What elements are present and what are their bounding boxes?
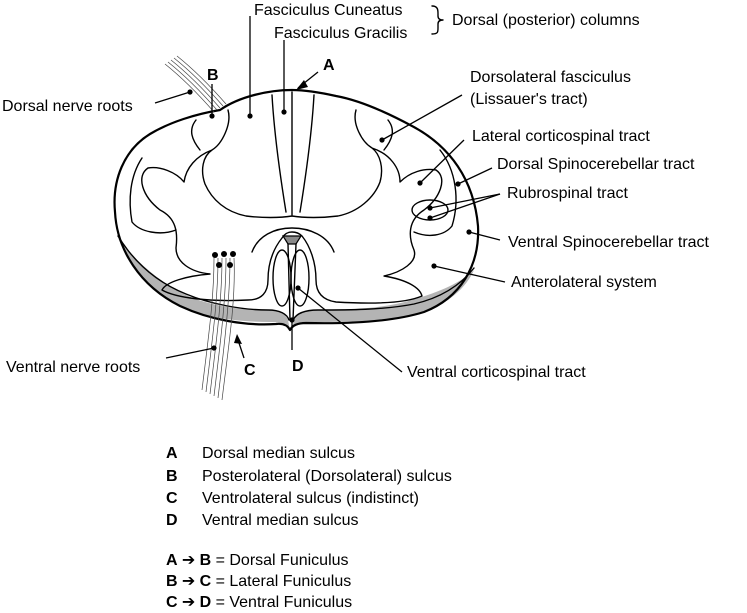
key-letter: D (166, 512, 178, 529)
cord-outline (113, 88, 480, 332)
funiculus-from: C (166, 594, 178, 611)
label-fasciculus-gracilis: Fasciculus Gracilis (274, 25, 407, 42)
fasciculus-divider-right (299, 94, 315, 213)
label-ventral-spinocerebellar: Ventral Spinocerebellar tract (508, 234, 710, 251)
label-ventral-nerve-roots: Ventral nerve roots (6, 359, 140, 376)
funiculus-from: A (166, 552, 178, 569)
key-text: Ventrolateral sulcus (indistinct) (202, 490, 419, 507)
label-fasciculus-cuneatus: Fasciculus Cuneatus (254, 2, 403, 19)
key-letter: A (166, 445, 178, 462)
right-arrow-icon: ➔ (181, 573, 196, 590)
left-dorsal-horn-tip (190, 119, 201, 151)
label-rubrospinal: Rubrospinal tract (507, 185, 629, 202)
root-dot (230, 251, 236, 257)
left-lateral-tract-boundary (129, 157, 177, 234)
key-row-c: C Ventrolateral sulcus (indistinct) (166, 489, 419, 509)
ventral-corticospinal-oval-right (290, 249, 310, 307)
label-dorsolateral-fasciculus: Dorsolateral fasciculus (470, 69, 631, 86)
label-dorsal-spinocerebellar: Dorsal Spinocerebellar tract (497, 156, 695, 173)
right-arrow-icon: ➔ (181, 594, 196, 611)
funiculus-row-ventral: C➔D = Ventral Funiculus (166, 593, 352, 613)
leader-lines (154, 16, 506, 373)
funiculus-row-lateral: B➔C = Lateral Funiculus (166, 572, 351, 592)
ventral-median-fissure-notch (281, 235, 303, 245)
label-ventral-corticospinal: Ventral corticospinal tract (407, 364, 586, 381)
label-anterolateral: Anterolateral system (511, 274, 657, 291)
key-text: Dorsal median sulcus (202, 445, 355, 462)
dorsal-columns-brace (431, 5, 444, 35)
ventral-band-inner-right (292, 267, 475, 321)
funiculus-text: = Lateral Funiculus (215, 573, 352, 590)
pia-shading-right (292, 270, 474, 330)
dorsal-nerve-roots (164, 55, 227, 113)
funiculus-text: = Dorsal Funiculus (215, 552, 349, 569)
root-dot (216, 262, 222, 268)
pia-shading-left (118, 238, 290, 330)
fasciculus-divider-left (271, 94, 287, 213)
funiculus-text: = Ventral Funiculus (215, 594, 353, 611)
right-lateral-tract-boundary (413, 149, 457, 237)
key-letter: B (166, 468, 178, 485)
funiculus-to: D (199, 594, 212, 611)
label-dorsal-nerve-roots: Dorsal nerve roots (2, 98, 133, 115)
key-row-d: D Ventral median sulcus (166, 511, 359, 531)
marker-a: A (323, 57, 335, 74)
grey-matter-outline (141, 109, 443, 304)
funiculus-from: B (166, 573, 178, 590)
funiculus-to: C (199, 573, 212, 590)
root-dot (212, 252, 218, 258)
key-row-b: B Posterolateral (Dorsolateral) sulcus (166, 467, 452, 487)
central-canal-region (251, 227, 335, 253)
funiculus-row-dorsal: A➔B = Dorsal Funiculus (166, 551, 349, 571)
label-lissauer-tract: (Lissauer's tract) (470, 91, 588, 108)
marker-d: D (292, 358, 304, 375)
key-text: Posterolateral (Dorsolateral) sulcus (202, 468, 452, 485)
key-letter: C (166, 490, 178, 507)
root-dot (221, 251, 227, 257)
key-row-a: A Dorsal median sulcus (166, 444, 355, 464)
ventral-band-inner-left (117, 235, 290, 321)
ventral-nerve-roots (201, 257, 235, 401)
key-text: Ventral median sulcus (202, 512, 359, 529)
label-lateral-corticospinal: Lateral corticospinal tract (472, 128, 650, 145)
root-dot (227, 262, 233, 268)
right-arrow-icon: ➔ (181, 552, 196, 569)
funiculus-to: B (199, 552, 212, 569)
marker-c: C (244, 362, 256, 379)
marker-b: B (207, 67, 219, 84)
label-dorsal-columns: Dorsal (posterior) columns (452, 12, 640, 29)
